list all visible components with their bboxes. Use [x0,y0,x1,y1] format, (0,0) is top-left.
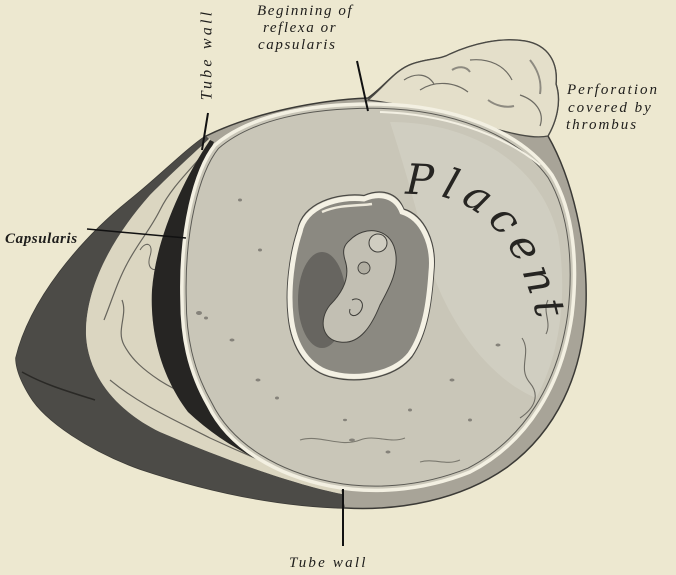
label-beginning-of-reflexa-line: Beginning of [257,3,353,20]
stipple-mark [408,409,412,412]
stipple-mark [468,419,472,422]
stipple-mark [496,344,501,347]
label-tube-wall-bottom: Tube wall [289,555,368,572]
label-perforation-line: thrombus [566,117,638,134]
stipple-mark [258,249,262,252]
stipple-mark [343,419,347,421]
label-tube-wall-top: Tube wall [199,5,216,105]
label-beginning-of-reflexa-line: capsularis [258,37,337,54]
stipple-mark [238,199,242,202]
stipple-mark [230,339,235,342]
label-perforation-line: Perforation [567,82,659,99]
stipple-mark [349,439,355,442]
stipple-mark [256,379,261,382]
embryo-head [369,234,387,252]
stipple-mark [386,451,391,454]
label-capsularis: Capsularis [5,231,78,248]
stipple-mark [450,379,455,382]
stipple-mark [204,317,208,320]
stipple-mark [275,397,279,400]
label-perforation-line: covered by [568,100,653,117]
stipple-mark [196,311,202,315]
embryo-limb-bud [358,262,370,274]
label-beginning-of-reflexa-line: reflexa or [263,20,337,37]
